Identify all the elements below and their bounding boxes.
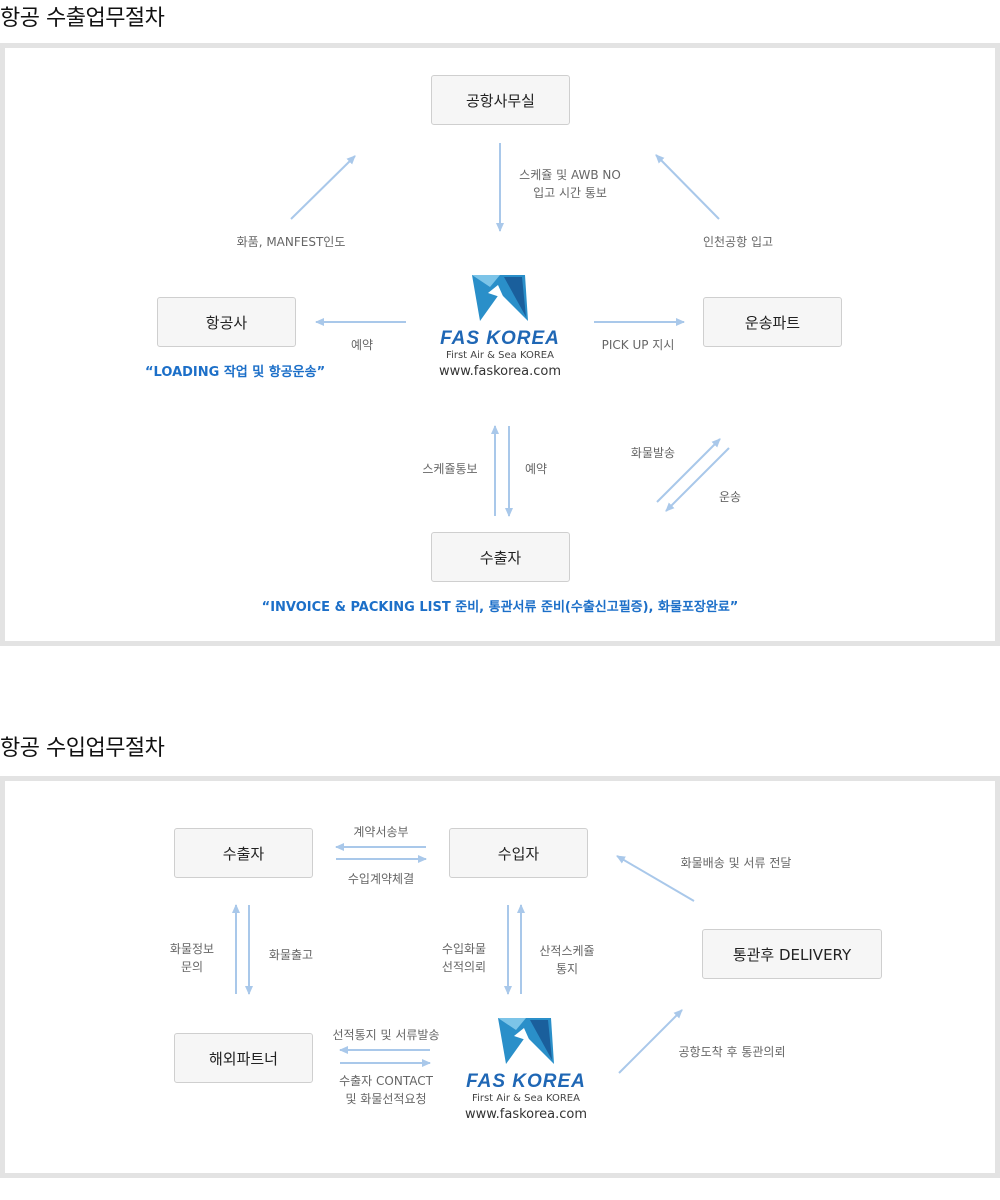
label-cargo-dispatch: 화물발송 <box>630 446 676 460</box>
logo-url: www.faskorea.com <box>464 1107 588 1122</box>
node-importer[interactable]: 수입자 <box>449 828 588 878</box>
label-reserve-down: 예약 <box>524 462 548 476</box>
node-airline[interactable]: 항공사 <box>157 297 296 347</box>
label-cargo-delivery: 화물배송 및 서류 전달 <box>680 856 792 870</box>
label-reserve-left: 예약 <box>350 338 374 352</box>
arrow-to-airport-office-left <box>290 155 356 220</box>
fas-korea-emblem-icon <box>472 275 528 321</box>
label-schedule-notice: 스케쥴통보 <box>422 462 478 476</box>
label-delivery: 운송 <box>718 490 742 504</box>
logo-url: www.faskorea.com <box>438 364 562 379</box>
logo-tagline: First Air & Sea KOREA <box>446 350 554 361</box>
label-contact-line1: 수출자 CONTACT <box>339 1074 433 1088</box>
arrow-customs-request <box>618 1009 683 1074</box>
label-airport-entry: 인천공항 입고 <box>702 235 774 249</box>
fas-korea-logo-export: FAS KOREA First Air & Sea KOREA www.fask… <box>425 273 575 381</box>
logo-brand: FAS KOREA <box>466 1071 586 1092</box>
arrow-cargo-dispatch <box>656 438 721 503</box>
node-airport-office[interactable]: 공항사무실 <box>431 75 570 125</box>
arrow-cargo-delivery <box>616 855 695 902</box>
label-contract-send: 계약서송부 <box>353 825 409 839</box>
node-transport-part[interactable]: 운송파트 <box>703 297 842 347</box>
label-schedule-line2: 입고 시간 통보 <box>533 186 607 200</box>
label-cargo-release: 화물출고 <box>268 948 314 962</box>
label-contact-line2: 및 화물선적요청 <box>345 1092 427 1106</box>
arrow-delivery <box>665 447 730 512</box>
label-customs-request: 공항도착 후 통관의뢰 <box>678 1045 786 1059</box>
fas-korea-emblem-icon <box>498 1018 554 1064</box>
node-customs-delivery[interactable]: 통관후 DELIVERY <box>702 929 882 979</box>
label-import-request-line2: 선적의뢰 <box>441 960 487 974</box>
node-overseas-partner[interactable]: 해외파트너 <box>174 1033 313 1083</box>
label-ship-notice: 선적통지 및 서류발송 <box>332 1028 440 1042</box>
label-pickup: PICK UP 지시 <box>601 338 675 352</box>
label-schedule-line1: 스케쥴 및 AWB NO <box>519 168 621 182</box>
export-arrows <box>290 143 730 517</box>
import-section-title: 항공 수입업무절차 <box>0 736 165 761</box>
logo-tagline: First Air & Sea KOREA <box>472 1093 580 1104</box>
label-ship-schedule-line2: 통지 <box>555 962 579 976</box>
label-import-request-line1: 수입화물 <box>441 942 487 956</box>
export-section-title: 항공 수출업무절차 <box>0 6 165 31</box>
label-contract-sign: 수입계약체결 <box>347 872 415 886</box>
label-ship-schedule-line1: 산적스케쥴 <box>539 944 595 958</box>
logo-brand: FAS KOREA <box>440 328 560 349</box>
note-airline: “LOADING 작업 및 항공운송” <box>145 365 326 380</box>
label-info-line1: 화물정보 <box>169 942 215 956</box>
fas-korea-logo-import: FAS KOREA First Air & Sea KOREA www.fask… <box>451 1016 601 1124</box>
note-exporter: “INVOICE & PACKING LIST 준비, 통관서류 준비(수출신고… <box>261 600 739 615</box>
label-cargo-manifest: 화품, MANFEST인도 <box>236 235 346 249</box>
node-exporter[interactable]: 수출자 <box>431 532 570 582</box>
node-import-exporter[interactable]: 수출자 <box>174 828 313 878</box>
label-info-line2: 문의 <box>180 960 204 974</box>
arrow-to-airport-office-right <box>655 154 720 220</box>
